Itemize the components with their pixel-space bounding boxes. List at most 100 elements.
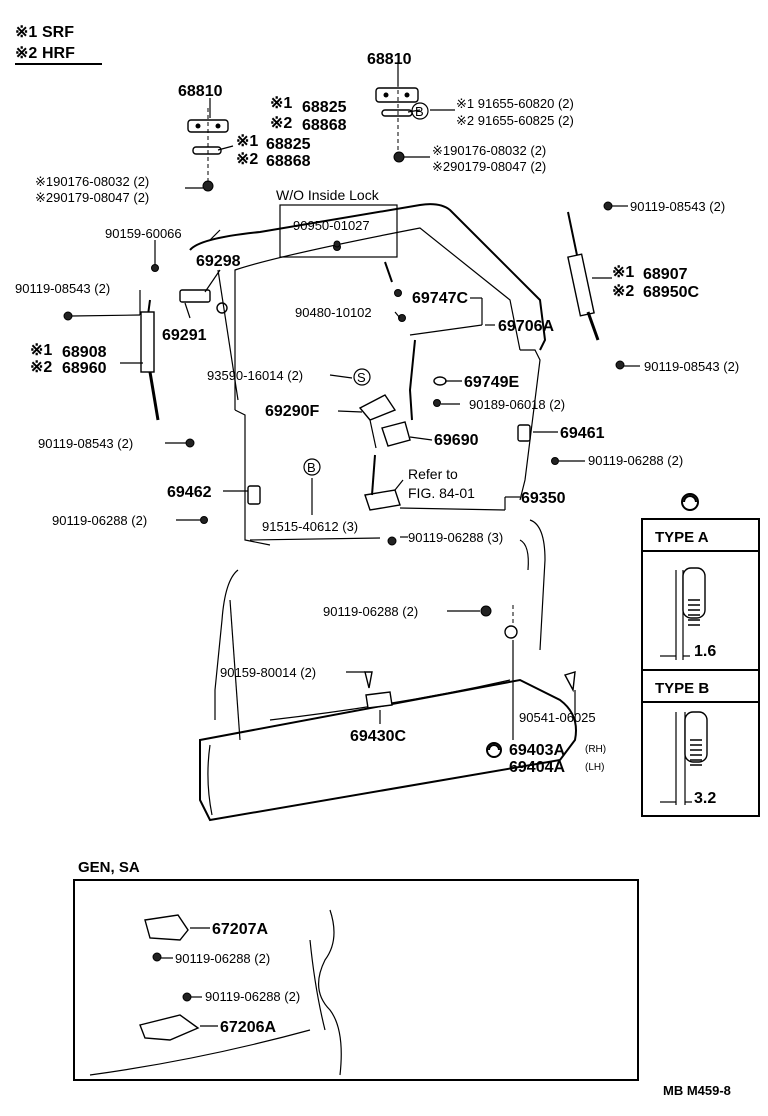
callout-b-mid-label: B (307, 460, 316, 475)
label-68868-a: 68868 (302, 117, 347, 134)
gen-sa-frame (73, 879, 639, 1081)
label-90159-80014: 90159-80014 (2) (220, 665, 316, 680)
label-90176-left: ※190176-08032 (2) (35, 174, 149, 189)
label-68810-left: 68810 (178, 83, 223, 100)
label-69747c: 69747C (412, 290, 468, 307)
legend-code-1: SRF (42, 24, 74, 41)
label-90119-06288-left: 90119-06288 (2) (52, 513, 147, 528)
label-67206a: 67206A (220, 1019, 276, 1036)
label-67207a: 67207A (212, 921, 268, 938)
label-68960-marker: ※2 (30, 359, 52, 376)
type-detail-panel: TYPE A TYPE B 1.6 3.2 (641, 518, 760, 817)
label-90119-06288-right: 90119-06288 (2) (588, 453, 683, 468)
label-69404a-side: (LH) (585, 762, 604, 773)
label-refer-fig: FIG. 84-01 (408, 485, 475, 501)
hinge-left (187, 108, 229, 192)
callout-b-top-label: B (415, 104, 424, 119)
label-69403a-side: (RH) (585, 744, 606, 755)
label-68825-a-marker: ※1 (270, 95, 292, 112)
label-68810-right: 68810 (367, 51, 412, 68)
label-69706a: 69706A (498, 318, 554, 335)
label-68908: 68908 (62, 344, 107, 361)
legend-marker-2: ※2 (15, 45, 37, 62)
wo-inside-lock-box (279, 204, 398, 258)
type-a-dimension: 1.6 (694, 643, 716, 660)
label-69690: 69690 (434, 432, 479, 449)
label-wo-inside-lock: W/O Inside Lock (276, 187, 380, 203)
type-b-clip-drawing (660, 711, 708, 805)
label-90176-right: ※190176-08032 (2) (432, 143, 546, 158)
lock-parts (151, 243, 576, 709)
label-90119-06288-mid: 90119-06288 (2) (323, 604, 418, 619)
label-68960: 68960 (62, 360, 107, 377)
label-90480: 90480-10102 (295, 305, 372, 320)
label-68825-a: 68825 (302, 99, 347, 116)
legend-marker-1: ※1 (15, 24, 37, 41)
type-detail-frame (641, 518, 760, 817)
label-68868-a-marker: ※2 (270, 115, 292, 132)
label-69462: 69462 (167, 484, 212, 501)
label-90950: 90950-01027 (293, 218, 370, 233)
label-68825-b: 68825 (266, 136, 311, 153)
type-b-title: TYPE B (655, 680, 709, 697)
label-69749e: 69749E (464, 374, 519, 391)
label-93590: 93590-16014 (2) (207, 368, 303, 383)
type-a-clip-drawing (660, 567, 706, 660)
label-69404a: 69404A (509, 759, 565, 776)
legend: ※1 SRF ※2 HRF (15, 24, 102, 65)
callout-b-mid (303, 458, 321, 476)
clip-symbol-icon (681, 493, 699, 511)
label-90119-top-left: 90119-08543 (2) (15, 281, 110, 296)
label-90119-gen-1: 90119-06288 (2) (175, 951, 270, 966)
back-door-outline (189, 203, 577, 822)
label-91655-1: ※1 91655-60820 (2) (456, 96, 574, 111)
gen-sa-title: GEN, SA (78, 859, 140, 876)
label-69290f: 69290F (265, 403, 319, 420)
label-90179-left: ※290179-08047 (2) (35, 190, 149, 205)
label-90119-06288-3: 90119-06288 (3) (408, 530, 503, 545)
stay-left (63, 299, 195, 448)
label-90119-right-mid: 90119-08543 (2) (644, 359, 739, 374)
label-68908-marker: ※1 (30, 342, 52, 359)
label-refer-to: Refer to (408, 466, 458, 482)
label-68907: 68907 (643, 266, 688, 283)
label-69403a: 69403A (509, 742, 565, 759)
label-69291: 69291 (162, 327, 207, 344)
label-91655-2: ※2 91655-60825 (2) (456, 113, 574, 128)
label-68825-b-marker: ※1 (236, 133, 258, 150)
type-b-dimension: 3.2 (694, 790, 716, 807)
callouts: B S B (303, 102, 699, 758)
label-69298: 69298 (196, 253, 241, 270)
label-69350: 69350 (521, 490, 566, 507)
label-90189: 90189-06018 (2) (469, 397, 565, 412)
label-68868-b: 68868 (266, 153, 311, 170)
document-code: MB M459-8 (663, 1083, 731, 1098)
bolt-icon (333, 240, 341, 248)
gen-part-67206a (139, 1014, 200, 1041)
clip-symbol-icon-2 (486, 742, 502, 758)
label-68868-b-marker: ※2 (236, 151, 258, 168)
callout-s (353, 368, 371, 386)
label-91515: 91515-40612 (3) (262, 519, 358, 534)
label-68950c-marker: ※2 (612, 283, 634, 300)
part-labels: 68810 68810 ※1 68825 ※2 68868 ※1 68825 ※… (15, 51, 739, 776)
label-90119-top-right: 90119-08543 (2) (630, 199, 725, 214)
leader-lines (71, 62, 640, 740)
gen-part-67207a (144, 914, 189, 941)
label-90119-gen-2: 90119-06288 (2) (205, 989, 300, 1004)
type-a-title: TYPE A (655, 529, 709, 546)
label-90159-60066: 90159-60066 (105, 226, 182, 241)
callout-s-label: S (357, 370, 366, 385)
label-90541: 90541-06025 (519, 710, 596, 725)
legend-code-2: HRF (42, 45, 75, 62)
label-90179-right: ※290179-08047 (2) (432, 159, 546, 174)
gen-sa-inset: GEN, SA 67207A 90119-06288 (2) 90119-062… (73, 859, 639, 1081)
hinge-right (375, 76, 419, 163)
stay-right (567, 201, 625, 370)
callout-b-top (411, 102, 429, 120)
label-68907-marker: ※1 (612, 264, 634, 281)
label-90119-bottom-left: 90119-08543 (2) (38, 436, 133, 451)
label-68950c: 68950C (643, 284, 699, 301)
label-69461: 69461 (560, 425, 605, 442)
